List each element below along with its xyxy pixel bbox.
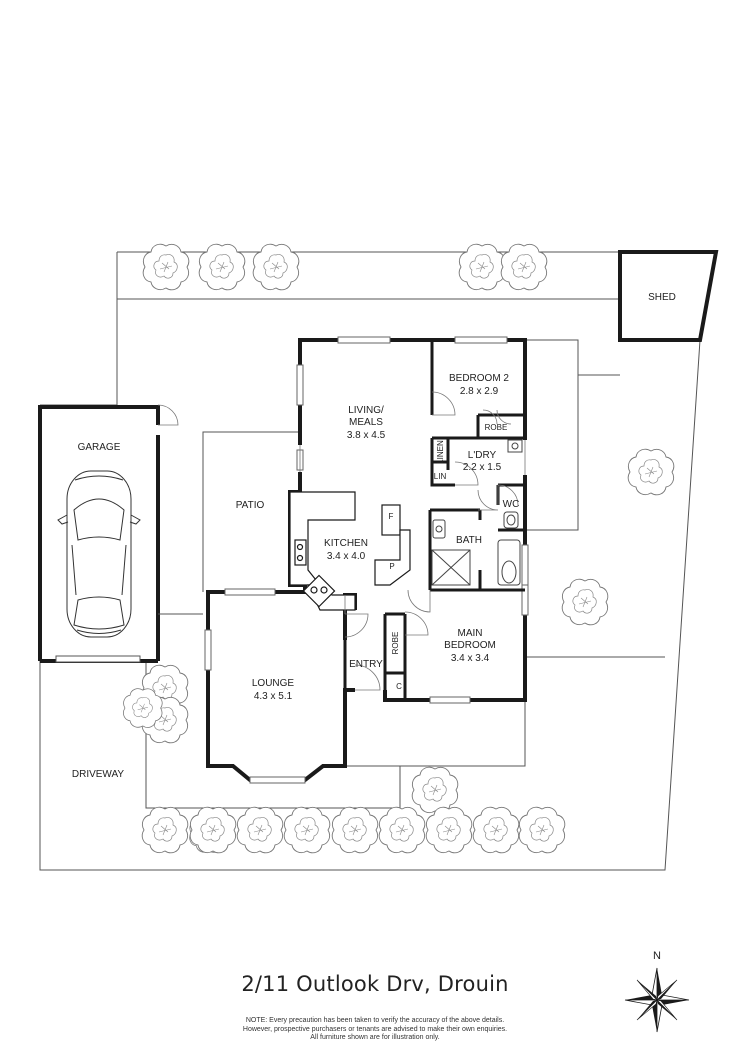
- bathroom-fixtures: [431, 439, 523, 586]
- label-living-2: MEALS: [349, 417, 383, 428]
- dims-main-bedroom: 3.4 x 3.4: [451, 653, 490, 664]
- disclaimer: NOTE: Every precaution has been taken to…: [0, 1017, 750, 1043]
- kitchen-benches: [289, 491, 411, 611]
- label-bedroom2: BEDROOM 2: [449, 373, 509, 384]
- tree-icon: [458, 243, 506, 291]
- label-kitchen: KITCHEN: [324, 538, 368, 549]
- disclaimer-line-3: All furniture shown are for illustration…: [310, 1034, 440, 1041]
- patio: [158, 431, 300, 615]
- tree-icon: [627, 448, 675, 496]
- label-lounge: LOUNGE: [252, 678, 295, 689]
- garage: [38, 404, 179, 663]
- dims-lounge: 4.3 x 5.1: [254, 691, 293, 702]
- car-icon: [57, 470, 141, 638]
- dims-kitchen: 3.4 x 4.0: [327, 551, 366, 562]
- trees-row: [141, 806, 566, 854]
- label-garage: GARAGE: [78, 442, 121, 453]
- tree-icon: [252, 243, 300, 291]
- label-lin: LIN: [434, 472, 447, 481]
- label-wc: WC: [503, 499, 520, 510]
- verandah: [345, 339, 665, 767]
- label-cupboard: C: [396, 682, 402, 691]
- disclaimer-line-2: However, prospective purchasers or tenan…: [242, 1025, 508, 1033]
- compass-icon: N: [624, 950, 690, 1033]
- tree-icon: [142, 243, 190, 291]
- shed: [618, 250, 719, 342]
- label-bath: BATH: [456, 535, 482, 546]
- tree-icon: [561, 578, 609, 626]
- room-labels: SHED GARAGE PATIO DRIVEWAY LIVING/ MEALS…: [72, 292, 676, 780]
- label-fridge: F: [389, 512, 394, 521]
- tree-icon: [411, 766, 459, 814]
- windows: [204, 336, 529, 784]
- label-pantry: P: [389, 562, 394, 571]
- label-robe-bedroom2: ROBE: [485, 423, 508, 432]
- tree-icon: [198, 243, 246, 291]
- trees: [123, 243, 675, 853]
- tree-icon: [500, 243, 548, 291]
- dims-laundry: 2.2 x 1.5: [463, 462, 502, 473]
- label-main-bedroom-2: BEDROOM: [444, 640, 496, 651]
- dims-bedroom2: 2.8 x 2.9: [460, 386, 499, 397]
- label-driveway: DRIVEWAY: [72, 769, 125, 780]
- disclaimer-line-1: NOTE: Every precaution has been taken to…: [245, 1017, 505, 1024]
- label-patio: PATIO: [236, 500, 265, 511]
- label-robe-main: ROBE: [391, 632, 400, 655]
- compass-north-label: N: [653, 950, 661, 962]
- doors: [299, 391, 526, 691]
- label-living: LIVING/: [348, 405, 384, 416]
- label-entry: ENTRY: [349, 659, 383, 670]
- label-main-bedroom: MAIN: [458, 628, 483, 639]
- label-shed: SHED: [648, 292, 676, 303]
- label-laundry: L'DRY: [468, 450, 497, 461]
- dims-living: 3.8 x 4.5: [347, 430, 386, 441]
- label-linen: LINEN: [436, 440, 445, 464]
- property-address: 2/11 Outlook Drv, Drouin: [241, 972, 509, 996]
